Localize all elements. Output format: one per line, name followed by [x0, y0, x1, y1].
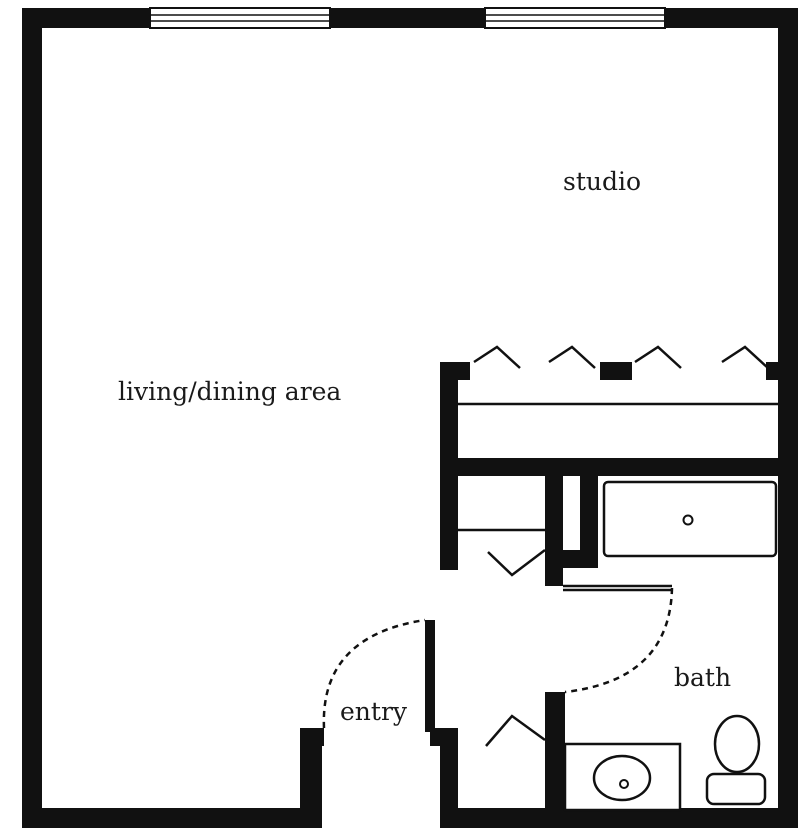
label-living-dining: living/dining area — [118, 377, 341, 406]
vanity — [563, 742, 682, 812]
hall-closet-door — [485, 714, 546, 747]
bath-walls — [545, 572, 674, 828]
window-left — [149, 7, 331, 29]
bifold-door-1 — [473, 345, 521, 369]
tub-drain — [682, 514, 694, 526]
sink-drain — [619, 779, 629, 789]
label-studio: studio — [563, 167, 641, 196]
window-right — [484, 7, 666, 29]
toilet — [705, 714, 767, 806]
outer-walls — [22, 8, 798, 828]
bifold-door-2 — [548, 345, 596, 369]
entry-door-swing — [322, 618, 426, 729]
bifold-door-4 — [721, 345, 769, 369]
linen-closet — [458, 476, 598, 586]
bifold-door-3 — [634, 345, 682, 369]
label-entry: entry — [340, 697, 408, 726]
bathtub — [602, 480, 778, 558]
label-bath: bath — [674, 663, 731, 692]
sink — [592, 754, 652, 802]
closet — [440, 345, 788, 570]
toilet-tank — [705, 772, 767, 806]
closet-door-lower — [487, 549, 546, 577]
entry — [300, 618, 458, 828]
bath-door-swing — [564, 587, 674, 694]
toilet-bowl — [713, 714, 761, 774]
